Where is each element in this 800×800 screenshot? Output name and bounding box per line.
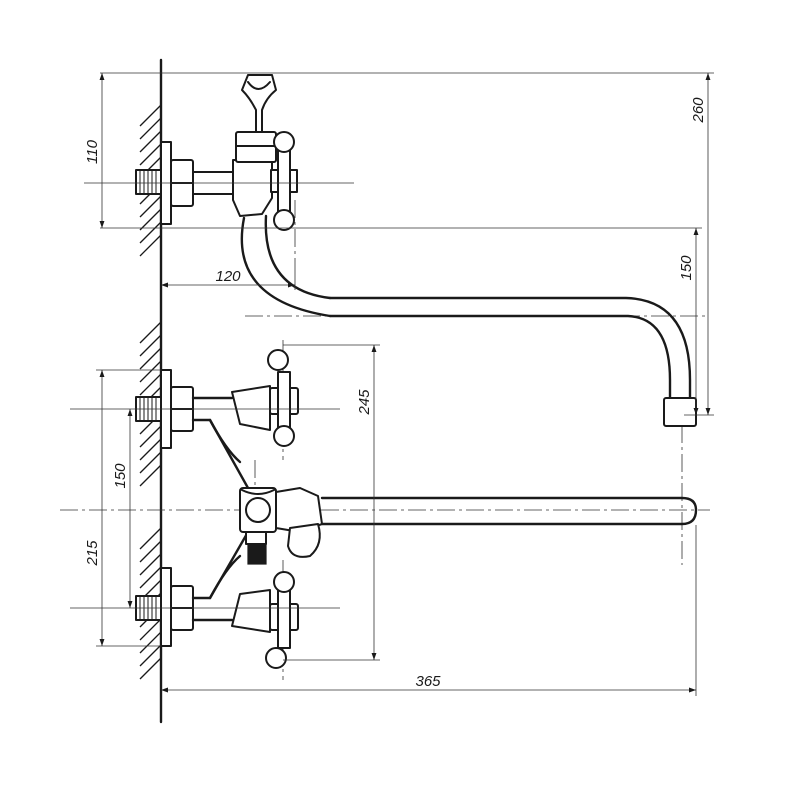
top-body xyxy=(232,159,273,217)
front-lower-arm xyxy=(191,530,250,600)
dim-label-150-top: 150 xyxy=(678,255,695,281)
top-thread xyxy=(135,169,162,195)
dim-label-150-left: 150 xyxy=(112,463,129,489)
top-spout-outer-edge xyxy=(264,214,332,300)
top-spout-inner-edge xyxy=(240,216,332,318)
wall xyxy=(139,58,163,724)
dim-label-365: 365 xyxy=(415,673,441,690)
dim-label-215: 215 xyxy=(84,540,101,567)
front-upper-handle-knob-a xyxy=(267,349,289,371)
dim-label-260: 260 xyxy=(690,97,707,124)
front-long-spout xyxy=(320,496,698,526)
front-upper-valve xyxy=(231,385,271,431)
front-lower-flange xyxy=(160,567,172,647)
dimension-labels: 260 110 120 150 245 150 215 365 xyxy=(84,97,707,690)
front-shower-hose-thread xyxy=(247,543,267,565)
front-view-faucet xyxy=(135,349,698,669)
top-spout-aerator xyxy=(663,397,697,427)
front-lower-handle-knob-b xyxy=(265,647,287,669)
front-lower-handle-knob-a xyxy=(273,571,295,593)
dim-label-120: 120 xyxy=(215,268,241,285)
dim-label-245: 245 xyxy=(356,389,373,416)
shower-holder xyxy=(241,74,277,133)
front-diverter-lever xyxy=(287,523,321,558)
front-shower-connector xyxy=(245,531,267,545)
top-handle-knob-lower xyxy=(273,209,295,231)
front-shower-outlet-ring xyxy=(245,497,271,523)
front-lower-handle-arm xyxy=(277,589,291,649)
top-handle-knob-upper xyxy=(273,131,295,153)
front-lower-valve xyxy=(231,589,271,633)
top-handle-arm xyxy=(277,149,291,213)
wall-hatch-top xyxy=(139,104,162,257)
front-upper-handle-knob-b xyxy=(273,425,295,447)
front-upper-handle-arm xyxy=(277,371,291,431)
dim-label-110: 110 xyxy=(84,139,101,164)
dimension-lines xyxy=(70,72,714,696)
top-view-faucet xyxy=(135,74,697,427)
